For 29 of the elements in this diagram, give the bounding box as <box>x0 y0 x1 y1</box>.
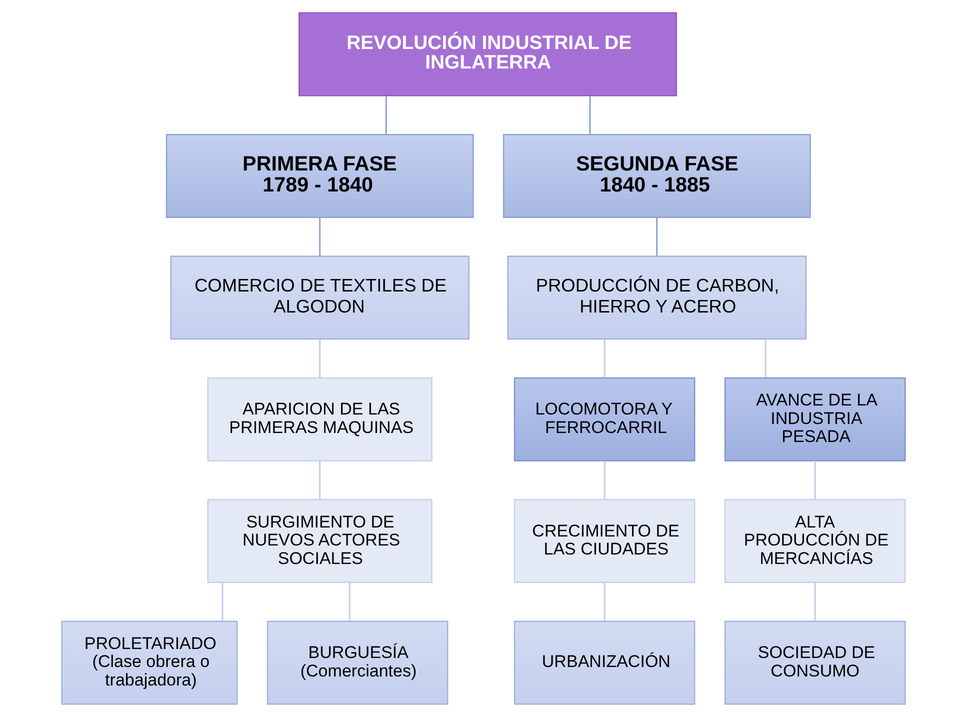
node-box: URBANIZACIÓN <box>513 620 695 705</box>
connector <box>656 218 658 256</box>
connector <box>814 460 816 500</box>
connector <box>318 339 320 378</box>
node-box: SOCIEDAD DE CONSUMO <box>724 620 906 705</box>
node-box: PRODUCCIÓN DE CARBON, HIERRO Y ACERO <box>506 256 806 340</box>
connector <box>603 460 605 500</box>
connector <box>603 582 605 621</box>
node-box: BURGUESÍA (Comerciantes) <box>266 620 448 705</box>
connector <box>221 582 223 621</box>
node-box: LOCOMOTORA Y FERROCARRIL <box>513 377 695 462</box>
node-box: COMERCIO DE TEXTILES DE ALGODON <box>170 256 469 340</box>
node-box: APARICION DE LAS PRIMERAS MAQUINAS <box>206 377 432 462</box>
connector <box>318 460 320 500</box>
node-box: AVANCE DE LA INDUSTRIA PESADA <box>724 377 906 462</box>
node-box: CRECIMIENTO DE LAS CIUDADES <box>513 499 695 583</box>
node-box: REVOLUCIÓN INDUSTRIAL DE INGLATERRA <box>298 12 676 96</box>
node-box: PROLETARIADO (Clase obrera o trabajadora) <box>60 620 238 705</box>
connector <box>764 339 766 378</box>
connector <box>348 582 350 621</box>
connector <box>318 218 320 256</box>
connector <box>384 96 386 134</box>
connector <box>814 582 816 621</box>
node-box: SURGIMIENTO DE NUEVOS ACTORES SOCIALES <box>206 499 432 583</box>
connector <box>603 339 605 378</box>
connector <box>588 96 590 134</box>
node-box: PRIMERA FASE 1789 - 1840 <box>165 134 474 218</box>
node-box: ALTA PRODUCCIÓN DE MERCANCÍAS <box>724 499 906 583</box>
node-box: SEGUNDA FASE 1840 - 1885 <box>502 134 810 218</box>
